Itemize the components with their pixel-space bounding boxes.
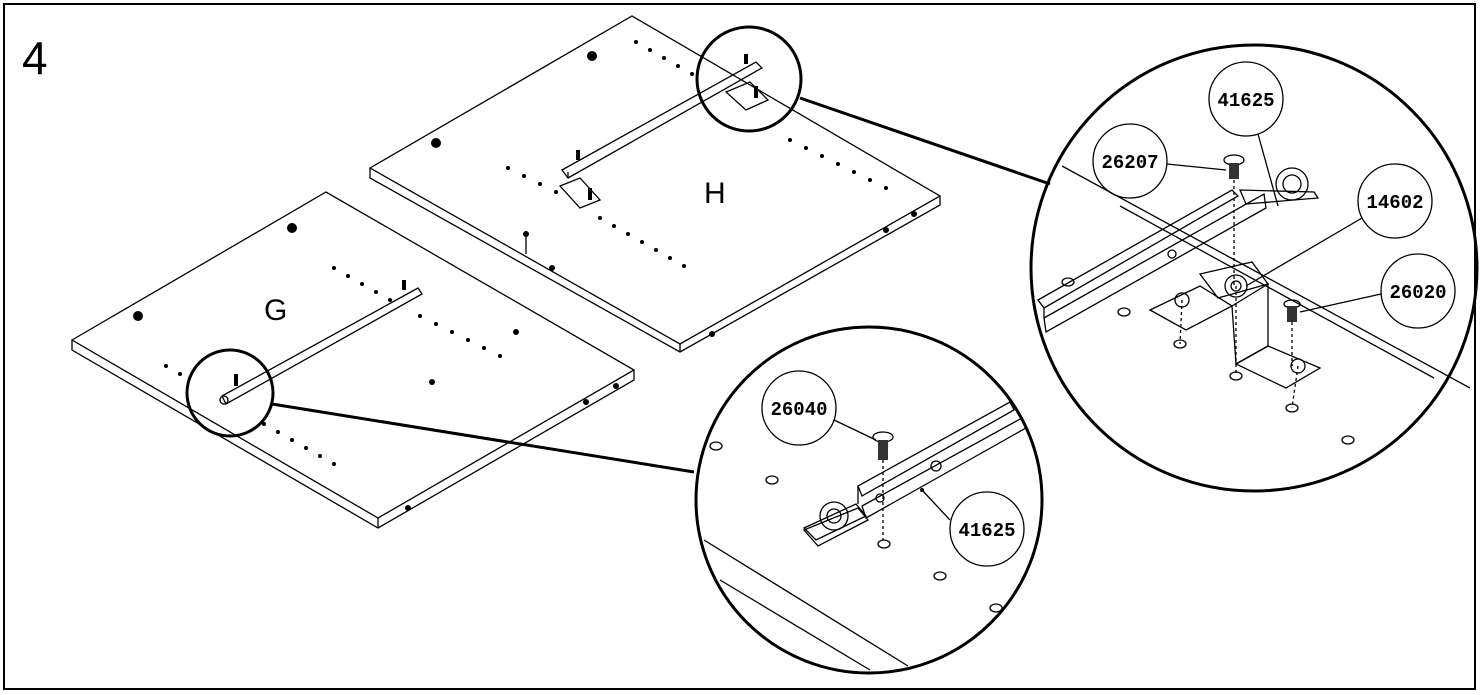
panel-h: H [368,15,942,353]
panel-g-holes [133,223,619,511]
upper-detail: 26207 41625 14602 26020 [1029,43,1479,493]
screw-26207 [1223,154,1245,286]
leader-lower [271,402,695,474]
callout-26207: 26207 [1092,123,1227,199]
svg-text:26020: 26020 [1389,282,1446,304]
leader-upper [799,96,1051,186]
detail-marker-upper [695,25,803,133]
detail-marker-lower [185,348,275,438]
callout-41625-upper: 41625 [1208,61,1284,207]
callout-14602: 14602 [1245,163,1433,287]
lower-detail: 26040 41625 [694,325,1044,675]
step-number: 4 [22,32,48,84]
panel-h-label: H [704,177,726,210]
callout-26020: 26020 [1299,253,1456,329]
panel-g-label: G [264,294,287,327]
svg-text:26040: 26040 [770,399,827,421]
svg-text:14602: 14602 [1366,192,1423,214]
panel-g-rail [219,280,423,405]
panel-h-holes [431,40,917,337]
svg-text:26207: 26207 [1101,152,1158,174]
svg-text:41625: 41625 [1217,90,1274,112]
screw-26040 [872,431,894,540]
bracket-14602 [1148,261,1322,389]
svg-text:41625: 41625 [958,520,1015,542]
panel-h-rail [523,54,770,254]
screw-26020 [1283,299,1301,366]
callout-41625-lower: 41625 [921,489,1025,567]
callout-26040: 26040 [761,370,877,446]
instruction-frame [3,3,1476,690]
panel-g: G [70,191,636,529]
